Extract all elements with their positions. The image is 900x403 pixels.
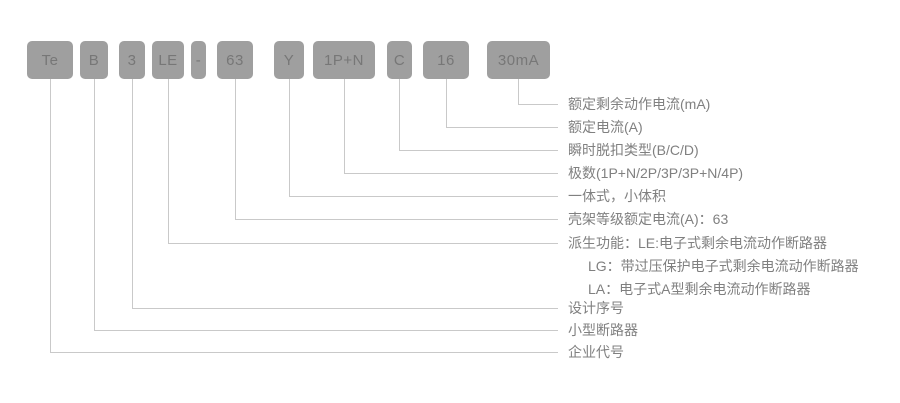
label-derived-function-le: 派生功能：LE:电子式剩余电流动作断路器 [568, 235, 828, 251]
label-derived-function-lg: LG：带过压保护电子式剩余电流动作断路器 [588, 258, 859, 274]
connector-1pn-horizontal [344, 173, 558, 174]
code-box-b: B [80, 41, 108, 79]
label-miniature-circuit-breaker: 小型断路器 [568, 322, 638, 338]
code-box-label: B [88, 51, 100, 69]
connector-3-vertical [132, 79, 133, 308]
label-derived-function-la: LA：电子式A型剩余电流动作断路器 [588, 281, 811, 297]
code-box-label: 1P+N [324, 51, 364, 69]
connector-y-vertical [289, 79, 290, 196]
code-box-63: 63 [217, 41, 253, 79]
code-box-y: Y [274, 41, 304, 79]
connector-b-vertical [94, 79, 95, 330]
label-instantaneous-trip-type: 瞬时脱扣类型(B/C/D) [568, 142, 699, 158]
connector-63-vertical [235, 79, 236, 219]
code-box-c: C [387, 41, 412, 79]
code-box-16: 16 [423, 41, 469, 79]
connector-le-vertical [168, 79, 169, 243]
code-box-label: 16 [437, 51, 455, 69]
code-box-3: 3 [119, 41, 145, 79]
connector-le-horizontal [168, 243, 558, 244]
code-box-label: LE [158, 51, 178, 69]
connector-c-vertical [399, 79, 400, 150]
code-box-label: - [195, 51, 202, 69]
code-box-label: 63 [226, 51, 244, 69]
label-enterprise-code: 企业代号 [568, 344, 624, 360]
code-box-1pn: 1P+N [313, 41, 375, 79]
label-rated-residual-operating-current: 额定剩余动作电流(mA) [568, 96, 711, 112]
connector-te-horizontal [50, 352, 558, 353]
label-rated-current: 额定电流(A) [568, 119, 643, 135]
connector-30ma-horizontal [518, 104, 558, 105]
connector-y-horizontal [289, 196, 558, 197]
code-box-dash: - [191, 41, 206, 79]
code-box-le: LE [152, 41, 184, 79]
label-integrated-small-size: 一体式，小体积 [568, 188, 666, 204]
connector-1pn-vertical [344, 79, 345, 173]
connector-c-horizontal [399, 150, 558, 151]
code-box-label: Te [41, 51, 59, 69]
label-frame-rated-current: 壳架等级额定电流(A)：63 [568, 211, 729, 227]
connector-16-horizontal [446, 127, 558, 128]
code-box-label: Y [283, 51, 295, 69]
connector-te-vertical [50, 79, 51, 352]
code-box-label: C [393, 51, 406, 69]
connector-3-horizontal [132, 308, 558, 309]
code-box-label: 30mA [497, 51, 540, 69]
connector-30ma-vertical [518, 79, 519, 104]
connector-63-horizontal [235, 219, 558, 220]
code-box-te: Te [27, 41, 73, 79]
connector-16-vertical [446, 79, 447, 127]
label-design-serial-number: 设计序号 [568, 300, 624, 316]
connector-b-horizontal [94, 330, 558, 331]
label-number-of-poles: 极数(1P+N/2P/3P/3P+N/4P) [568, 165, 744, 181]
code-box-label: 3 [127, 51, 137, 69]
code-box-30ma: 30mA [487, 41, 550, 79]
